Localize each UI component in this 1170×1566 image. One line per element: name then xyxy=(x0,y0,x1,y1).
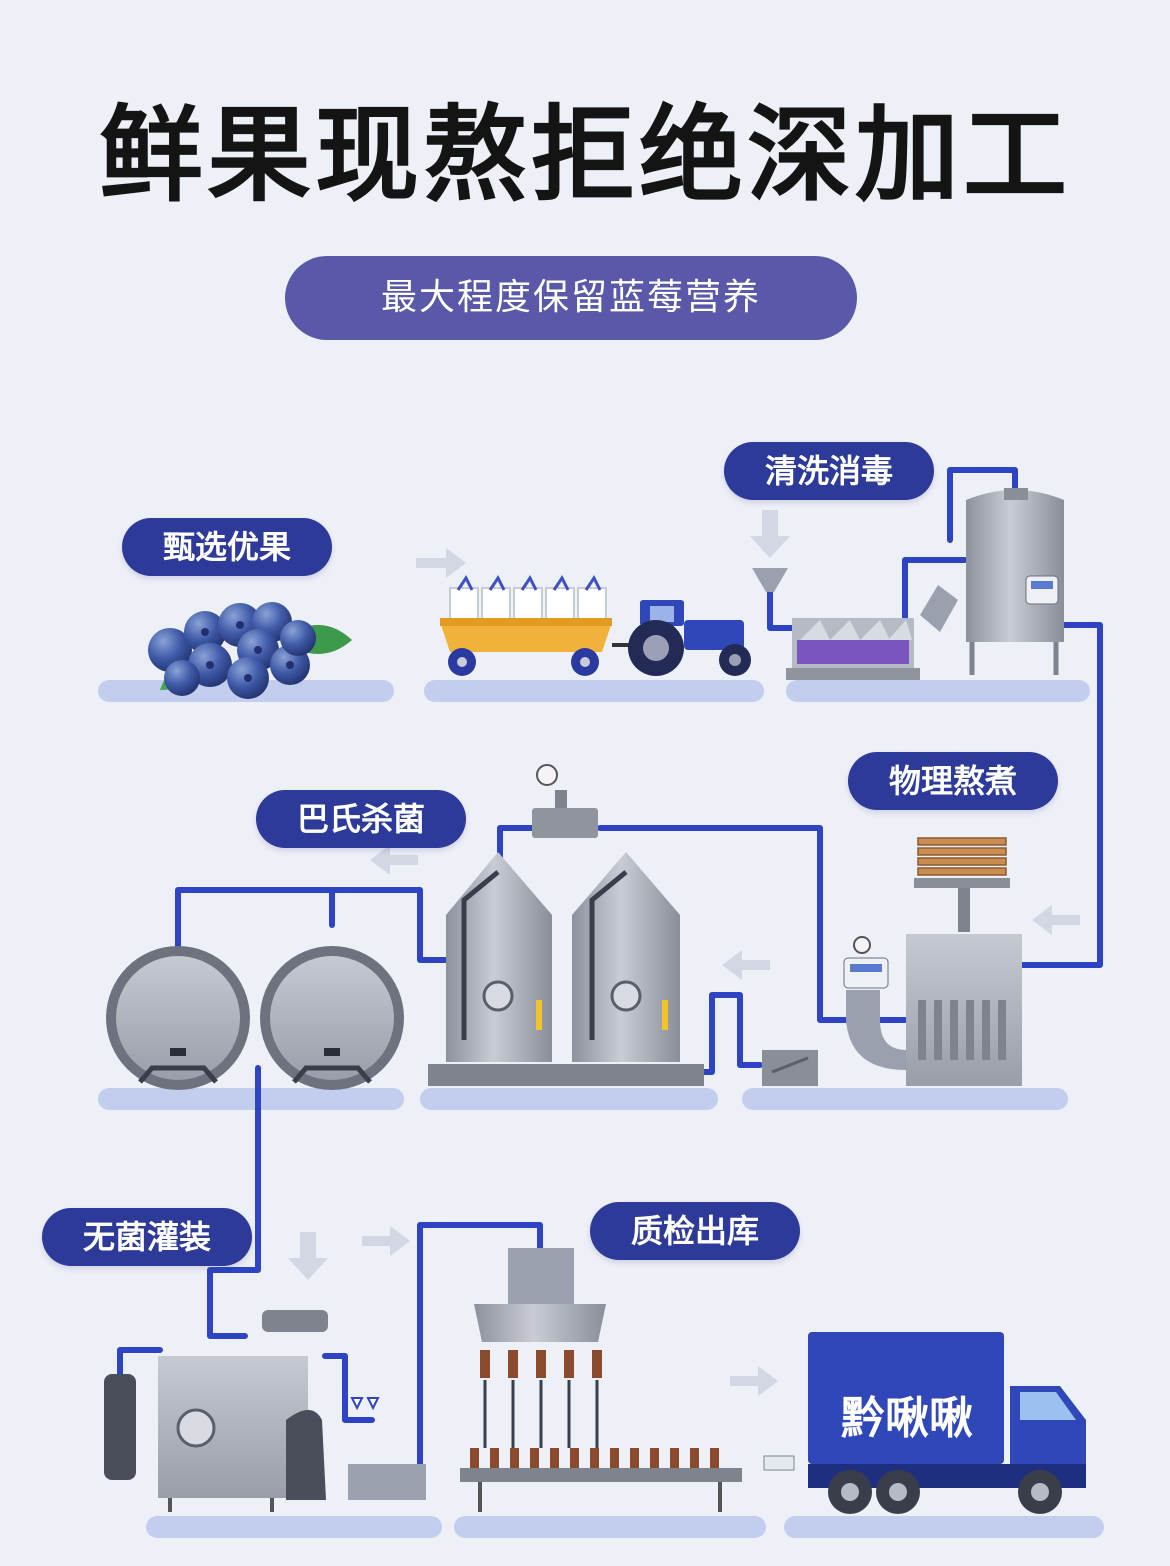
boiling-machine-icon xyxy=(762,837,1022,1086)
pasteurization-tanks-icon xyxy=(428,764,704,1086)
floor-strip xyxy=(146,1516,442,1538)
floor-strip xyxy=(786,680,1090,702)
pipe xyxy=(417,1222,543,1468)
step-label-wash: 清洗消毒 xyxy=(724,442,934,500)
arrow-right-icon xyxy=(416,548,466,578)
berry xyxy=(164,660,200,696)
blueberries-icon xyxy=(148,602,352,699)
truck-brand-label: 黔啾啾 xyxy=(841,1393,973,1444)
floor-strip xyxy=(424,680,764,702)
pipe xyxy=(322,1353,375,1423)
floor-strip xyxy=(420,1088,718,1110)
floor-strips xyxy=(98,680,1104,1538)
pipe xyxy=(1019,622,1103,968)
arrow-left-icon xyxy=(370,845,418,875)
pipe xyxy=(497,825,538,863)
pipe xyxy=(947,467,1018,543)
pipe xyxy=(207,1065,261,1339)
arrow-right-icon xyxy=(362,1226,410,1256)
storage-barrels-icon xyxy=(106,946,404,1090)
flow-arrows xyxy=(288,510,1080,1396)
step-label-boil: 物理熬煮 xyxy=(848,752,1058,810)
bottling-line-icon xyxy=(460,1248,795,1512)
pipe xyxy=(175,887,449,963)
floor-strip xyxy=(454,1516,766,1538)
arrow-left-icon xyxy=(722,950,770,980)
tractor-cart-icon xyxy=(440,575,751,676)
delivery-truck-icon xyxy=(808,1332,1086,1514)
page-title: 鲜果现熬拒绝深加工 xyxy=(98,94,1071,216)
floor-strip xyxy=(784,1516,1104,1538)
step-label-filling: 无菌灌装 xyxy=(42,1208,252,1266)
washing-machine-icon xyxy=(752,488,1064,680)
arrow-left-icon xyxy=(1032,905,1080,935)
floor-strip xyxy=(98,1088,404,1110)
aseptic-filling-machine-icon xyxy=(104,1310,426,1512)
subtitle-pill: 最大程度保留蓝莓营养 xyxy=(285,256,857,340)
arrow-down-icon xyxy=(750,510,790,558)
step-label-pasteurize: 巴氏杀菌 xyxy=(256,790,466,848)
pipe xyxy=(117,1347,163,1378)
step-label-select: 甄选优果 xyxy=(122,518,332,576)
pipe xyxy=(902,557,968,631)
pipe xyxy=(687,992,763,1075)
pipe xyxy=(767,587,795,631)
arrow-down-icon xyxy=(288,1232,328,1280)
step-label-inspect: 质检出库 xyxy=(590,1202,800,1260)
floor-strip xyxy=(742,1088,1068,1110)
berry xyxy=(280,620,316,656)
arrow-right-icon xyxy=(730,1366,778,1396)
